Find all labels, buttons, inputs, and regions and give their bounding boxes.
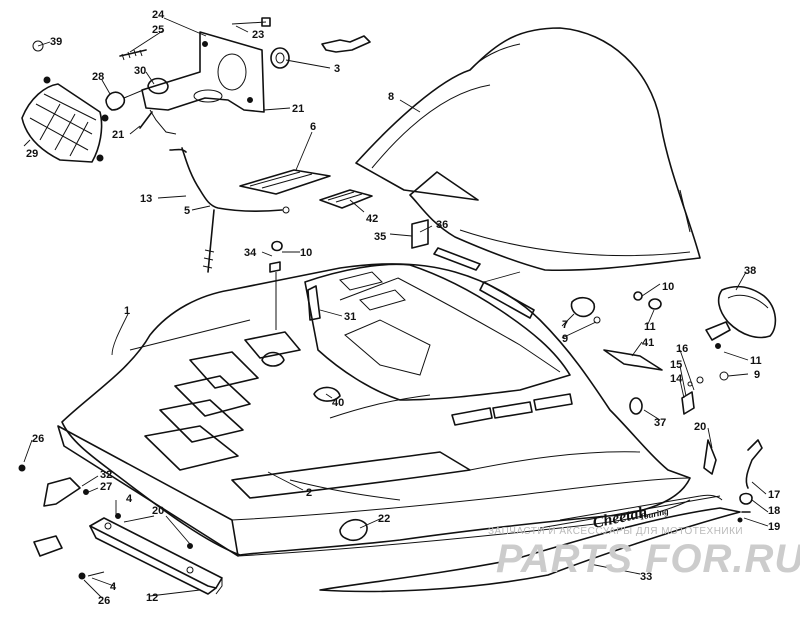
callout-26-bottom: 26: [98, 595, 110, 607]
watermark-logo: PARTS FOR.RU: [496, 537, 800, 581]
callout-22: 22: [378, 513, 390, 525]
callout-27: 27: [100, 481, 112, 493]
callout-10-left: 10: [300, 247, 312, 259]
callout-14: 14: [670, 373, 683, 385]
callout-17: 17: [768, 489, 780, 501]
callout-31: 31: [344, 311, 356, 323]
callout-34: 34: [244, 247, 257, 259]
callout-4-bottom: 4: [110, 581, 117, 593]
callout-11-right: 11: [750, 355, 762, 367]
emblem-22: [339, 518, 368, 542]
side-vents: [144, 331, 301, 471]
callout-21-left: 21: [112, 129, 124, 141]
windshield-mount-7: [570, 296, 596, 318]
callout-41: 41: [642, 337, 654, 349]
strip-41: [603, 349, 663, 371]
callout-33: 33: [640, 571, 652, 583]
callout-26-top: 26: [32, 433, 44, 445]
callout-36: 36: [436, 219, 448, 231]
headlight-assembly: [21, 17, 371, 163]
front-slots: [451, 393, 573, 426]
callout-40: 40: [332, 397, 344, 409]
hood-bumper-31: [307, 285, 321, 321]
callout-25: 25: [152, 24, 164, 36]
windshield: [355, 27, 701, 272]
callout-9-right: 9: [754, 369, 760, 381]
strip-7: [479, 281, 535, 319]
callout-38: 38: [744, 265, 756, 277]
callout-30: 30: [134, 65, 146, 77]
callout-29: 29: [26, 148, 38, 160]
callout-4-top: 4: [126, 493, 133, 505]
callout-23: 23: [252, 29, 264, 41]
callout-32: 32: [100, 469, 112, 481]
callout-24: 24: [152, 9, 165, 21]
leader-lines: [23, 17, 769, 599]
grommet-40: [313, 386, 341, 402]
strip-36: [433, 247, 481, 271]
callout-7: 7: [562, 319, 568, 331]
callout-19: 19: [768, 521, 780, 533]
callout-15: 15: [670, 359, 682, 371]
callout-21-top: 21: [292, 103, 304, 115]
callout-3: 3: [334, 63, 340, 75]
callout-18: 18: [768, 505, 780, 517]
mirror: [705, 285, 777, 381]
hood: [57, 263, 691, 557]
watermark-caption: ЗАПЧАСТИ И АКСЕССУАРЫ ДЛЯ МОТОТЕХНИКИ: [488, 526, 743, 537]
callouts: 39 24 25 23 3 28 30 21 21 29 13 5 6 42 8…: [26, 9, 780, 607]
callout-10-right: 10: [662, 281, 674, 293]
callout-1: 1: [124, 305, 130, 317]
wiring-harness: [169, 147, 290, 273]
callout-42: 42: [366, 213, 378, 225]
decal-35: [411, 219, 429, 249]
callout-35: 35: [374, 231, 386, 243]
callout-2: 2: [306, 487, 312, 499]
decal-42: [319, 189, 373, 209]
front-bumper: [18, 464, 223, 595]
callout-12: 12: [146, 592, 158, 604]
callout-13: 13: [140, 193, 152, 205]
callout-6: 6: [310, 121, 316, 133]
callout-28: 28: [92, 71, 104, 83]
callout-9-mid: 9: [562, 333, 568, 345]
callout-20-right: 20: [694, 421, 706, 433]
callout-39: 39: [50, 36, 62, 48]
hood-latch: [681, 376, 763, 523]
watermark: ЗАПЧАСТИ И АКСЕССУАРЫ ДЛЯ МОТОТЕХНИКИ PA…: [488, 526, 800, 581]
callout-8: 8: [388, 91, 394, 103]
plug-37: [629, 397, 643, 415]
callout-5: 5: [184, 205, 190, 217]
callout-20-left: 20: [152, 505, 164, 517]
decal-6: [239, 169, 331, 195]
callout-37: 37: [654, 417, 666, 429]
callout-16: 16: [676, 343, 688, 355]
callout-11-mid: 11: [644, 321, 656, 333]
latch-boss: [261, 351, 285, 367]
